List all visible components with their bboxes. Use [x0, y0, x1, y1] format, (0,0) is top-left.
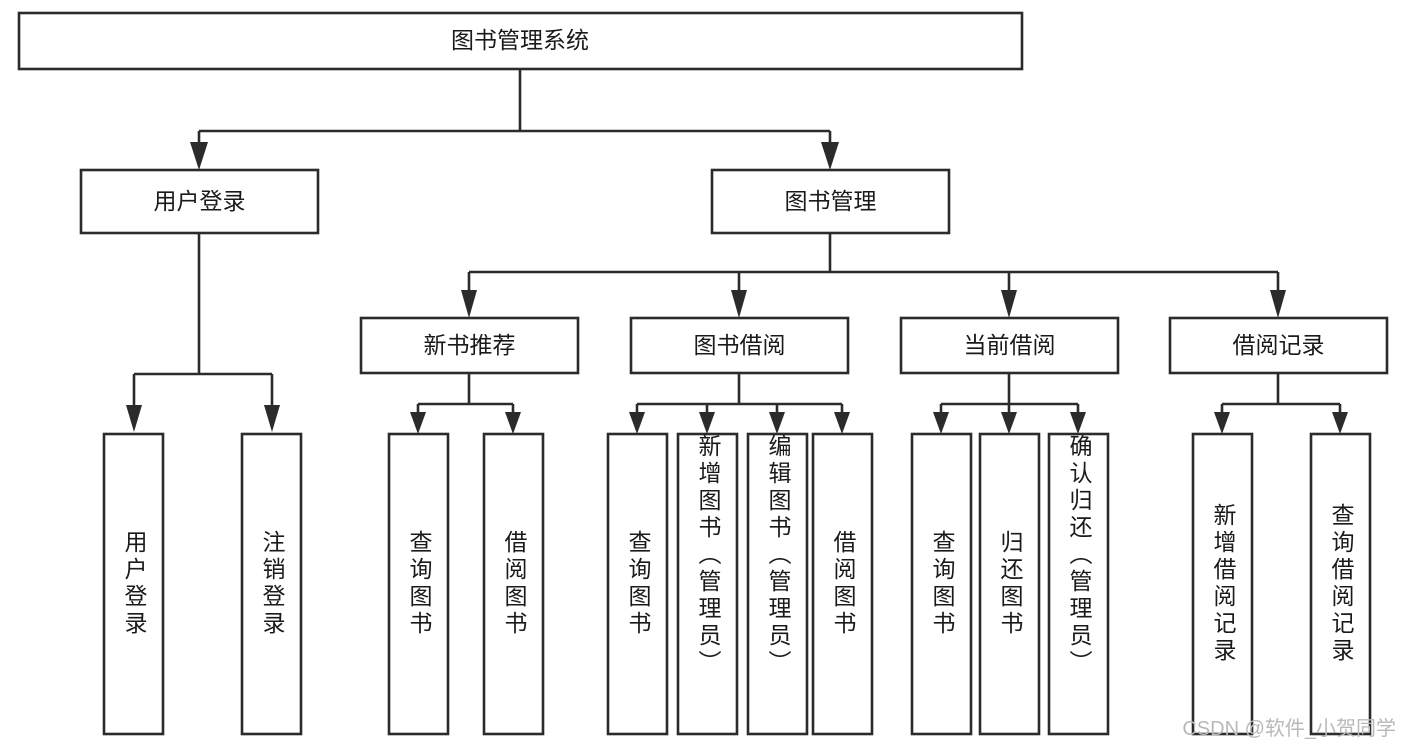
- node-new-book-recommend-label: 新书推荐: [424, 332, 516, 358]
- arrow-head-leaf-user-login-0: [126, 405, 142, 432]
- node-current-borrow-label: 当前借阅: [964, 332, 1056, 358]
- arrow-head-leaf-current-borrow-2: [1070, 412, 1086, 434]
- arrow-head-leaf-new-book-1: [505, 412, 521, 434]
- leaf-box-current-borrow-0[interactable]: [910, 432, 973, 736]
- node-new-book-recommend[interactable]: 新书推荐: [359, 316, 580, 375]
- arrow-head-leaf-user-login-1: [264, 405, 280, 432]
- node-book-borrow[interactable]: 图书借阅: [629, 316, 850, 375]
- arrow-head-leaf-book-borrow-3: [834, 412, 850, 434]
- arrow-head-leaf-new-book-0: [410, 412, 426, 434]
- node-borrow-record-label: 借阅记录: [1233, 332, 1325, 358]
- node-root-rect[interactable]: [17, 11, 1024, 71]
- arrow-head-leaf-current-borrow-1: [1001, 412, 1017, 434]
- node-book-manage-rect[interactable]: [710, 168, 951, 235]
- arrow-head-to-new-book: [461, 290, 477, 318]
- leaf-box-current-borrow-1[interactable]: [978, 432, 1041, 736]
- arrow-head-leaf-book-borrow-0: [629, 412, 645, 434]
- node-book-borrow-label: 图书借阅: [694, 332, 786, 358]
- leaf-box-borrow-record-1[interactable]: [1309, 432, 1372, 736]
- leaf-box-book-borrow-0[interactable]: [606, 432, 669, 736]
- leaf-box-book-borrow-2[interactable]: [746, 432, 809, 736]
- node-root-label: 图书管理系统: [451, 27, 589, 53]
- leaf-box-new-book-1[interactable]: [482, 432, 545, 736]
- node-current-borrow-rect[interactable]: [899, 316, 1120, 375]
- arrow-head-to-borrow-record: [1270, 290, 1286, 318]
- node-user-login[interactable]: 用户登录: [79, 168, 320, 235]
- leaf-box-borrow-record-0[interactable]: [1191, 432, 1254, 736]
- arrow-head-leaf-borrow-record-1: [1332, 412, 1348, 434]
- arrow-head-to-book-borrow: [731, 290, 747, 318]
- node-book-manage[interactable]: 图书管理: [710, 168, 951, 235]
- node-current-borrow[interactable]: 当前借阅: [899, 316, 1120, 375]
- arrow-head-to-book-manage: [821, 142, 839, 170]
- node-book-manage-label: 图书管理: [785, 188, 877, 214]
- arrow-head-leaf-book-borrow-1: [699, 412, 715, 434]
- leaf-box-book-borrow-1[interactable]: [676, 432, 739, 736]
- arrow-head-leaf-current-borrow-0: [933, 412, 949, 434]
- arrow-head-to-current-borrow: [1001, 290, 1017, 318]
- leaf-box-new-book-0[interactable]: [387, 432, 450, 736]
- leaf-box-book-borrow-3[interactable]: [811, 432, 874, 736]
- node-new-book-recommend-rect[interactable]: [359, 316, 580, 375]
- node-root[interactable]: 图书管理系统: [17, 11, 1024, 71]
- leaf-box-user-login-1[interactable]: [240, 432, 303, 736]
- node-user-login-label: 用户登录: [154, 188, 246, 214]
- node-borrow-record[interactable]: 借阅记录: [1168, 316, 1389, 375]
- arrow-head-to-user-login: [190, 142, 208, 170]
- node-borrow-record-rect[interactable]: [1168, 316, 1389, 375]
- leaf-box-user-login-0[interactable]: [102, 432, 165, 736]
- leaf-box-current-borrow-2[interactable]: [1047, 432, 1110, 736]
- node-book-borrow-rect[interactable]: [629, 316, 850, 375]
- arrow-head-leaf-borrow-record-0: [1214, 412, 1230, 434]
- arrow-head-leaf-book-borrow-2: [769, 412, 785, 434]
